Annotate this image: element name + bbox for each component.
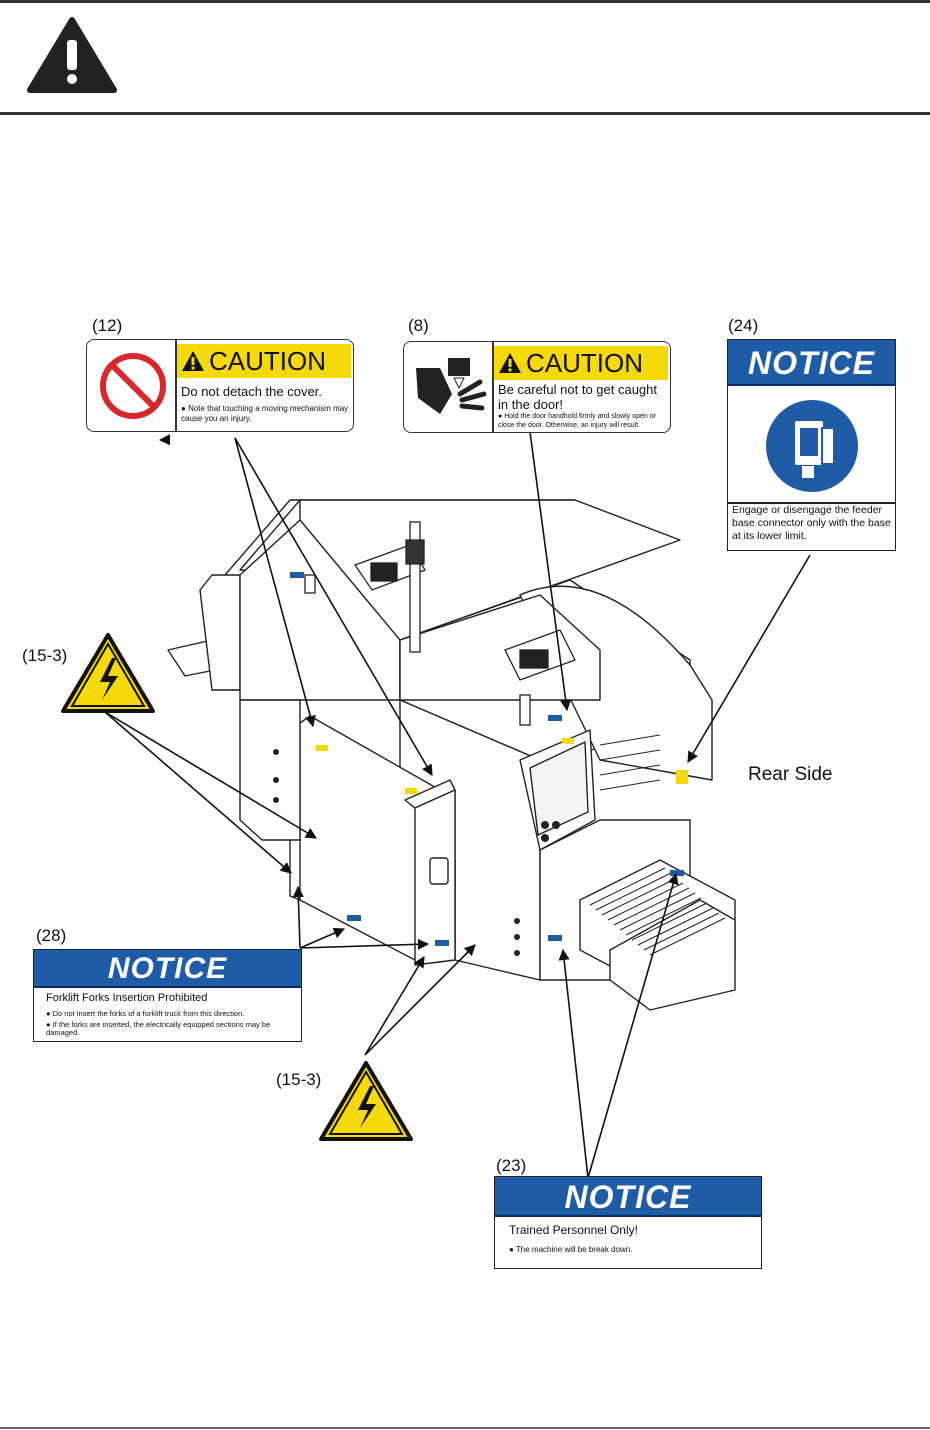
notice-bullet-1: ● Do not insert the forks of a forklift … (46, 1009, 245, 1018)
label-23: (23) (496, 1156, 527, 1175)
hand-crush-icon (416, 358, 487, 414)
label-15-3-bottom: (15-3) (276, 1070, 322, 1089)
label-8: (8) (408, 316, 429, 335)
footer-rule (0, 1427, 930, 1429)
label-15-3-top: (15-3) (22, 646, 68, 665)
notice-sign-24: NOTICE Engage or disengage the feeder ba… (727, 339, 896, 551)
prohibition-icon (100, 353, 166, 419)
caution-main-text: Do not detach the cover. (181, 384, 322, 399)
notice-header: NOTICE (495, 1177, 761, 1217)
connector-mandatory-icon (766, 400, 858, 492)
caution-title: CAUTION (209, 346, 326, 376)
high-voltage-icon (319, 1061, 413, 1141)
sign-divider (492, 342, 494, 432)
label-28: (28) (36, 926, 67, 945)
caution-bullet-text: ● Note that touching a moving mechanism … (181, 404, 349, 423)
notice-bullet-2: ● If the forks are inserted, the electri… (46, 1020, 271, 1037)
notice-main-text: Trained Personnel Only! (509, 1223, 638, 1237)
caution-main-text: Be careful not to get caught in the door… (498, 382, 657, 412)
caution-header: CAUTION (494, 346, 668, 380)
header-rule (0, 112, 930, 115)
label-24: (24) (728, 316, 759, 335)
caution-header: CAUTION (177, 344, 351, 378)
sign-divider (175, 340, 177, 431)
notice-text: Engage or disengage the feeder base conn… (732, 504, 891, 542)
caution-sign-12: CAUTION Do not detach the cover. ● Note … (86, 339, 354, 432)
notice-sign-28: NOTICE Forklift Forks Insertion Prohibit… (33, 949, 302, 1042)
notice-header: NOTICE (34, 950, 301, 988)
notice-main-text: Forklift Forks Insertion Prohibited (46, 992, 208, 1004)
caution-triangle-icon (182, 351, 204, 371)
high-voltage-icon (61, 633, 155, 713)
caution-bullet-text: ● Hold the door handhold firmly and slow… (498, 413, 656, 429)
label-12: (12) (92, 316, 123, 335)
notice-sign-23: NOTICE Trained Personnel Only! ● The mac… (494, 1176, 762, 1269)
warning-triangle-icon (27, 17, 117, 93)
caution-sign-8: CAUTION Be careful not to get caught in … (403, 341, 671, 433)
notice-divider (728, 502, 895, 504)
notice-header: NOTICE (728, 340, 895, 386)
top-rule (0, 0, 930, 3)
rear-side-label: Rear Side (748, 764, 833, 785)
notice-bullet: ● The machine will be break down. (509, 1245, 633, 1254)
caution-triangle-icon (499, 353, 521, 373)
caution-title: CAUTION (526, 348, 643, 378)
